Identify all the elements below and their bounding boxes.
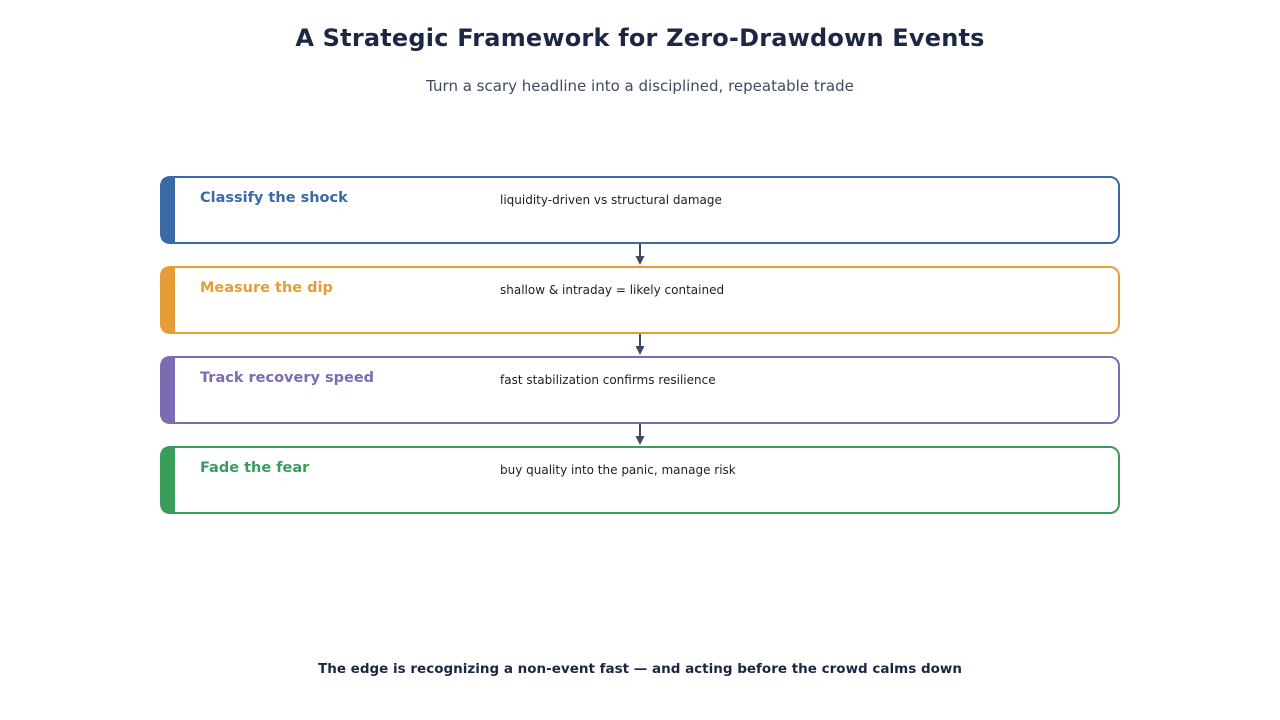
- step-description: fast stabilization confirms resilience: [500, 373, 716, 387]
- step-accent-bar: [161, 447, 175, 513]
- step-label: Fade the fear: [200, 460, 310, 476]
- arrow-down-icon: [635, 244, 645, 265]
- step-label: Measure the dip: [200, 280, 333, 296]
- arrow-down-icon: [635, 424, 645, 445]
- step-accent-bar: [161, 177, 175, 243]
- step-accent-bar: [161, 267, 175, 333]
- page-title: A Strategic Framework for Zero-Drawdown …: [295, 24, 985, 52]
- arrow-down-icon: [635, 334, 645, 355]
- step-label: Track recovery speed: [200, 370, 375, 386]
- footer-takeaway: The edge is recognizing a non-event fast…: [318, 661, 962, 677]
- step-description: liquidity-driven vs structural damage: [500, 193, 722, 207]
- step-card-track: Track recovery speed fast stabilization …: [160, 356, 1120, 424]
- step-card-fade: Fade the fear buy quality into the panic…: [160, 446, 1120, 514]
- step-accent-bar: [161, 357, 175, 423]
- page-subtitle: Turn a scary headline into a disciplined…: [426, 77, 854, 95]
- step-card-classify: Classify the shock liquidity-driven vs s…: [160, 176, 1120, 244]
- step-description: shallow & intraday = likely contained: [500, 283, 725, 297]
- step-label: Classify the shock: [200, 190, 348, 206]
- step-description: buy quality into the panic, manage risk: [500, 463, 736, 477]
- step-card-measure: Measure the dip shallow & intraday = lik…: [160, 266, 1120, 334]
